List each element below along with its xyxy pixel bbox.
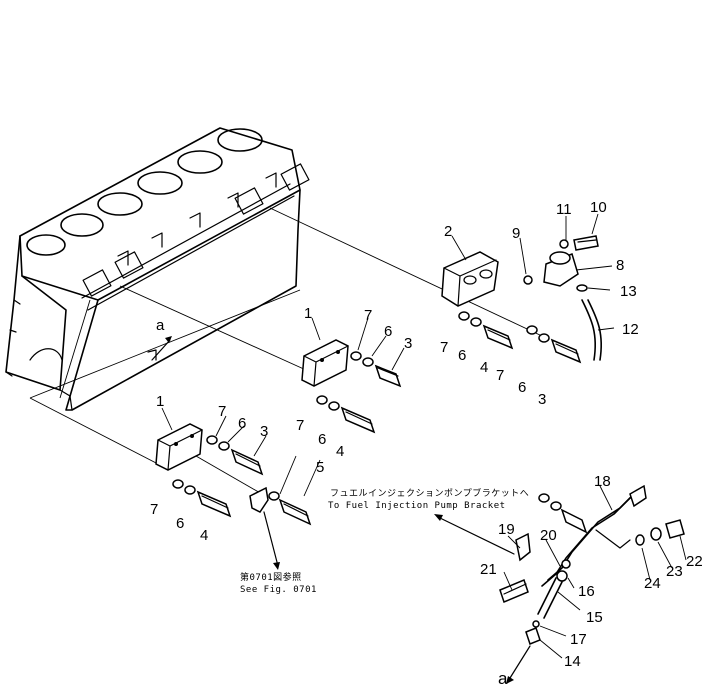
callout-3-c: 3: [538, 391, 546, 408]
callout-1-upper: 1: [304, 305, 312, 322]
callout-2: 2: [444, 223, 452, 240]
callout-6-b: 6: [238, 415, 246, 432]
alignment-lines: [29, 207, 543, 495]
callout-3-a: 3: [404, 335, 412, 352]
callout-20: 20: [540, 527, 557, 544]
callout-6-c: 6: [458, 347, 466, 364]
callout-4-a: 4: [480, 359, 488, 376]
callout-24: 24: [644, 575, 661, 592]
callout-5: 5: [316, 459, 324, 476]
callout-7-d: 7: [296, 417, 304, 434]
callout-1-lower: 1: [156, 393, 164, 410]
callout-6-a: 6: [384, 323, 392, 340]
callout-4-b: 4: [336, 443, 344, 460]
callout-6-d: 6: [318, 431, 326, 448]
callout-6-f: 6: [176, 515, 184, 532]
callout-8: 8: [616, 257, 624, 274]
bracket-upper: [301, 339, 349, 387]
callout-11: 11: [556, 201, 572, 218]
bracket-right: [441, 251, 499, 307]
note-see-fig-en: See Fig. 0701: [240, 585, 317, 595]
breather-body: [523, 235, 603, 361]
callout-16: 16: [578, 583, 595, 600]
callout-9: 9: [512, 225, 520, 242]
notes: フュエルインジェクションポンプブラケットへ To Fuel Injection …: [240, 487, 529, 595]
callout-10: 10: [590, 199, 607, 216]
callout-7-b: 7: [218, 403, 226, 420]
note-fuel-pump-en: To Fuel Injection Pump Bracket: [328, 501, 506, 511]
callout-numbers: 1 1 2 3 3 3 4 4 4 5 6 6 6 6 6 6 7 7 7 7 …: [150, 199, 703, 670]
cylinder-block: [5, 127, 310, 411]
callout-21: 21: [480, 561, 497, 578]
note-fuel-pump-jp: フュエルインジェクションポンプブラケットへ: [330, 487, 529, 499]
fasteners-lower-bracket: [172, 435, 312, 526]
reference-a-top: a: [147, 317, 172, 361]
callout-22: 22: [686, 553, 703, 570]
callout-14: 14: [564, 653, 581, 670]
bracket-lower: [155, 423, 203, 471]
callout-6-e: 6: [518, 379, 526, 396]
callout-3-b: 3: [260, 423, 268, 440]
ref-label-a-top: a: [156, 317, 165, 334]
callout-leaders: [161, 213, 687, 659]
callout-7-c: 7: [440, 339, 448, 356]
callout-23: 23: [666, 563, 683, 580]
callout-13: 13: [620, 283, 637, 300]
callout-17: 17: [570, 631, 587, 648]
callout-18: 18: [594, 473, 611, 490]
note-see-fig-jp: 第0701図参照: [240, 571, 302, 583]
callout-15: 15: [586, 609, 603, 626]
ref-label-a-bottom: a: [498, 669, 508, 688]
pipe-assembly: [499, 484, 685, 684]
callout-19: 19: [498, 521, 515, 538]
callout-7-f: 7: [150, 501, 158, 518]
fasteners-right-bracket: [458, 311, 582, 364]
callout-7-a: 7: [364, 307, 372, 324]
callout-4-c: 4: [200, 527, 208, 544]
clip-part: [249, 486, 280, 570]
callout-7-e: 7: [496, 367, 504, 384]
callout-12: 12: [622, 321, 639, 338]
arrow-to-fuel-pump-bracket: [434, 514, 515, 555]
fasteners-upper-bracket: [316, 351, 402, 434]
